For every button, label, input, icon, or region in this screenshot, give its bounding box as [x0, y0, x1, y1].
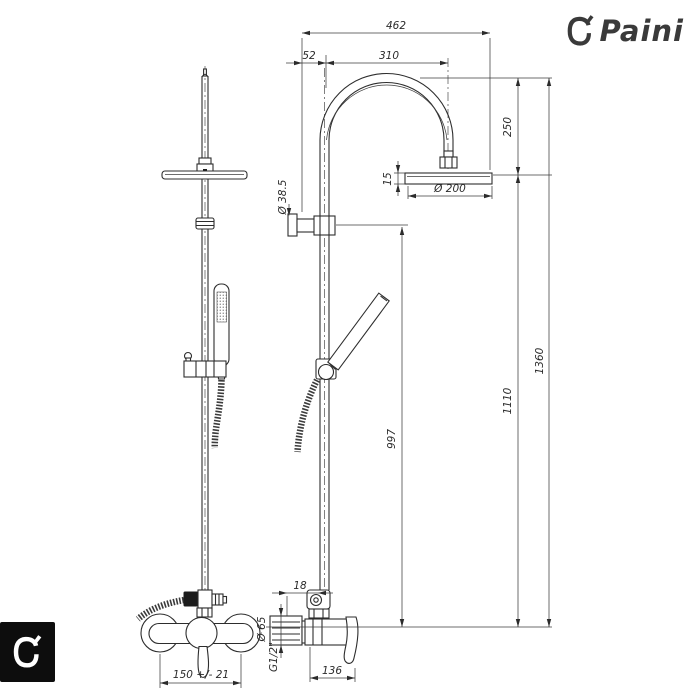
shower-head-front	[161, 170, 248, 180]
dim-head-thickness-label: 15	[382, 172, 394, 186]
dim-head-diameter-label: Ø 200	[433, 183, 466, 195]
wall-escutcheon-side	[269, 615, 303, 646]
side-view	[269, 58, 493, 664]
paini-apple-icon	[567, 15, 593, 46]
dim-wall-to-riser-label: 52	[302, 50, 316, 62]
slider-bracket-front	[183, 360, 227, 378]
hose-to-mixer-front	[135, 595, 191, 622]
footer-logo	[0, 622, 55, 682]
dim-body-depth-label: 136	[322, 665, 342, 677]
dim-thread-size-label: G1/2"	[268, 642, 280, 672]
dim-arc-to-head-drop-label: 250	[502, 117, 514, 137]
hand-shower-side	[327, 292, 390, 371]
dim-escutcheon-diameter-label: Ø 65	[256, 616, 268, 642]
dimension-lines: 462 52 310 250 15 Ø 200 Ø 38.5 1360 1110…	[159, 20, 552, 688]
dim-inlet-spacing-label: 150 +/- 21	[173, 669, 229, 681]
hand-shower-hose-side	[294, 378, 320, 453]
mixer-lever-side	[343, 616, 359, 664]
dim-total-height-label: 1360	[534, 347, 546, 374]
paini-apple-icon-footer	[13, 635, 41, 668]
dim-riser-diameter-label: Ø 38.5	[277, 179, 289, 215]
dim-total-width-label: 462	[386, 20, 406, 32]
hand-shower-hose-front	[211, 379, 225, 449]
gooseneck-arc	[319, 73, 454, 141]
dim-bracket-height-label: 997	[386, 429, 398, 449]
brand-name: Paini	[599, 13, 684, 48]
wall-bracket	[287, 213, 298, 237]
mixer-lever-front	[197, 645, 210, 678]
brand-logo: Paini	[566, 14, 685, 48]
shower-head-side	[404, 172, 493, 185]
dim-riser-to-head-label: 310	[379, 50, 399, 62]
mixer-body-side	[304, 618, 354, 646]
dim-wall-offset-label: 18	[293, 580, 307, 592]
dim-head-height-label: 1110	[502, 387, 514, 414]
front-view	[135, 66, 262, 678]
